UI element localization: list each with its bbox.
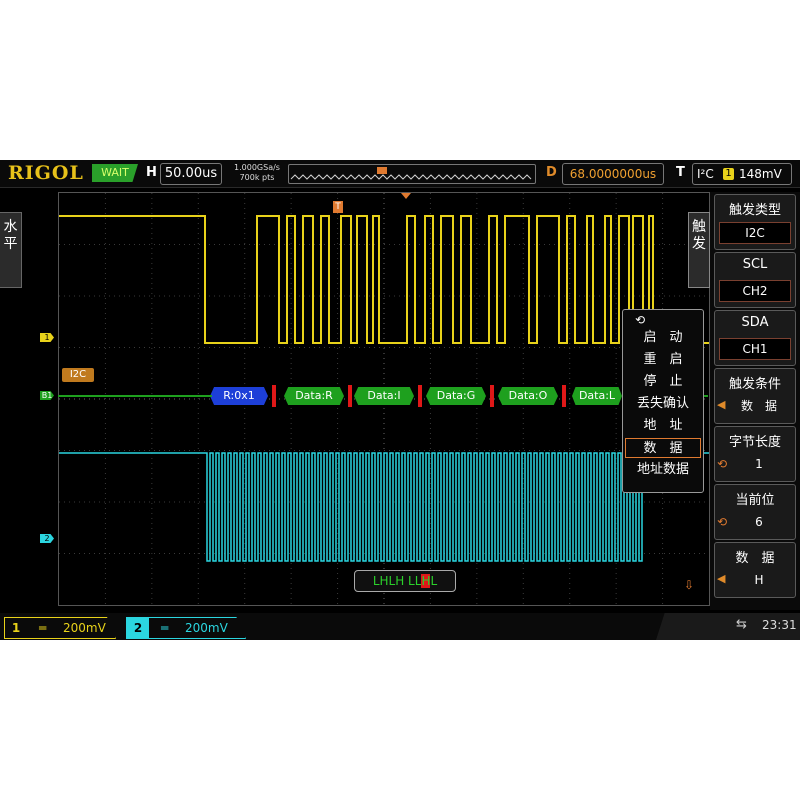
clock-time: 23:31 (762, 618, 797, 632)
knob-icon: ⟲ (635, 313, 645, 327)
bit-status-after: L (430, 574, 437, 588)
knob-icon: ⟲ (717, 457, 727, 471)
horizontal-menu-tab[interactable]: 水 平 (0, 212, 22, 288)
memory-overview (288, 164, 536, 184)
softkey-value: I2C (719, 222, 791, 244)
packet-separator (562, 385, 566, 407)
packet-separator (348, 385, 352, 407)
trigger-menu-tab[interactable]: 触 发 (688, 212, 710, 288)
bus-protocol-label: I2C (62, 368, 94, 382)
data-packet: Data:I (354, 387, 414, 405)
ch1-coupling: ═ (39, 618, 46, 638)
softkey-value: H (729, 570, 789, 590)
ch1-number: 1 (5, 618, 27, 638)
softkey-value: 1 (729, 454, 789, 474)
knob-icon: ⟲ (717, 515, 727, 529)
trigger-condition-menu: ⟲ 启 动重 启停 止丢失确认地 址数 据地址数据 (622, 309, 704, 493)
delay-label: D (546, 165, 557, 180)
ch1-scale: 200mV (63, 618, 106, 638)
condition-option[interactable]: 地址数据 (625, 460, 701, 480)
ch1-offset-marker[interactable]: 1 (40, 333, 54, 342)
softkey-value: CH1 (719, 338, 791, 360)
softkey-title: SDA (715, 315, 795, 330)
ch2-offset-marker[interactable]: 2 (40, 534, 54, 543)
delay-value[interactable]: 68.0000000us (562, 163, 664, 185)
ch2-coupling: ═ (161, 618, 168, 638)
packet-separator (418, 385, 422, 407)
condition-option[interactable]: 启 动 (625, 328, 701, 348)
trigger-source: 1 (723, 168, 734, 180)
packet-separator (272, 385, 276, 407)
softkey-2[interactable]: SDA CH1 (714, 310, 796, 366)
ch2-waveform (59, 453, 709, 561)
ch1-settings[interactable]: 1 ═ 200mV (4, 617, 116, 639)
trigger-settings-box[interactable]: I²C 1 148mV (692, 163, 792, 185)
ch1-waveform (59, 216, 709, 343)
softkey-title: 数 据 (715, 547, 795, 566)
ch2-scale: 200mV (185, 618, 228, 638)
address-packet: R:0x1 (210, 387, 268, 405)
memory-depth: 700k pts (228, 173, 286, 183)
condition-option[interactable]: 丢失确认 (625, 394, 701, 414)
softkey-0[interactable]: 触发类型 I2C (714, 194, 796, 250)
softkey-value: 数 据 (729, 396, 789, 416)
softkey-6[interactable]: 数 据 ◀ H (714, 542, 796, 598)
memory-waveform-preview (289, 165, 535, 183)
top-status-bar: RIGOL WAIT H 50.00us 1.000GSa/s 700k pts… (0, 160, 800, 188)
trigger-arrow-icon (401, 193, 411, 199)
trigger-level: 148mV (739, 164, 782, 184)
submenu-arrow-icon: ◀ (717, 398, 725, 411)
acquisition-info: 1.000GSa/s 700k pts (228, 163, 286, 183)
data-packet: Data:L (572, 387, 622, 405)
ch2-number: 2 (127, 618, 149, 638)
trigger-protocol: I²C (697, 164, 714, 184)
bit-status-before: LHLH LL (373, 574, 422, 588)
ch2-settings[interactable]: 2 ═ 200mV (126, 617, 246, 639)
softkey-title: 触发条件 (715, 373, 795, 392)
softkey-panel: 触发类型I2CSCLCH2SDACH1触发条件◀数 据字节长度⟲1当前位⟲6数 … (710, 192, 800, 610)
trigger-tab-label: 触 发 (692, 219, 706, 252)
softkey-title: SCL (715, 257, 795, 272)
softkey-value: CH2 (719, 280, 791, 302)
bus-offset-marker[interactable]: B1 (40, 391, 54, 400)
packet-separator (490, 385, 494, 407)
timebase-value[interactable]: 50.00us (160, 163, 222, 185)
condition-option[interactable]: 数 据 (625, 438, 701, 458)
run-status-indicator[interactable]: WAIT (92, 164, 138, 182)
data-packet: Data:O (498, 387, 558, 405)
horizontal-tab-label: 水 平 (4, 219, 18, 252)
system-status: ⇆ 23:31 (656, 613, 800, 640)
softkey-value: 6 (729, 512, 789, 532)
softkey-4[interactable]: 字节长度 ⟲1 (714, 426, 796, 482)
trigger-level-marker-icon: ⇩ (684, 578, 694, 592)
condition-option[interactable]: 停 止 (625, 372, 701, 392)
condition-option[interactable]: 重 启 (625, 350, 701, 370)
bottom-status-bar: 1 ═ 200mV 2 ═ 200mV ⇆ 23:31 (0, 613, 800, 640)
softkey-title: 当前位 (715, 489, 795, 508)
bit-status-readout: LHLH LLHL (354, 570, 456, 592)
bus-idle-line (58, 395, 212, 397)
softkey-title: 字节长度 (715, 431, 795, 450)
softkey-title: 触发类型 (715, 199, 795, 218)
oscilloscope-screen: RIGOL WAIT H 50.00us 1.000GSa/s 700k pts… (0, 160, 800, 640)
data-packet: Data:G (426, 387, 486, 405)
condition-option[interactable]: 地 址 (625, 416, 701, 436)
usb-icon: ⇆ (736, 617, 747, 632)
sample-rate: 1.000GSa/s (228, 163, 286, 173)
submenu-arrow-icon: ◀ (717, 572, 725, 585)
softkey-3[interactable]: 触发条件 ◀ 数 据 (714, 368, 796, 424)
data-packet: Data:R (284, 387, 344, 405)
trigger-label: T (676, 165, 685, 180)
brand-logo: RIGOL (8, 162, 84, 184)
softkey-1[interactable]: SCL CH2 (714, 252, 796, 308)
trigger-position-flag: T (333, 201, 343, 213)
trigger-position-marker (377, 167, 387, 174)
softkey-5[interactable]: 当前位 ⟲6 (714, 484, 796, 540)
timebase-label: H (146, 165, 157, 180)
